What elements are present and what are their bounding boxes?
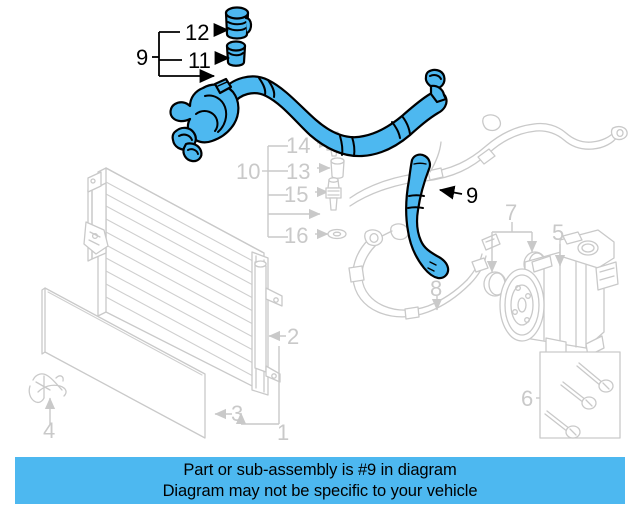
- callout-label-8: 8: [430, 276, 442, 301]
- notice-line-1: Part or sub-assembly is #9 in diagram: [183, 460, 457, 479]
- suction-hose-graphic: [348, 114, 628, 320]
- callout-label-15: 15: [284, 182, 308, 207]
- callout-label-13: 13: [286, 159, 310, 184]
- ac-compressor-graphic: [499, 229, 619, 357]
- discharge-hose-right-segment: [405, 153, 450, 280]
- callout-label-9-right: 9: [466, 183, 478, 208]
- service-valve-cap-small-graphic: [225, 40, 247, 67]
- callout-label-12: 12: [185, 20, 209, 45]
- callout-label-1: 1: [277, 420, 289, 445]
- callout-label-6: 6: [521, 386, 533, 411]
- callout-label-10: 10: [236, 159, 260, 184]
- discharge-hose-main-assembly: [169, 68, 448, 163]
- notice-line-2: Diagram may not be specific to your vehi…: [162, 481, 478, 500]
- service-valve-graphic: [325, 177, 342, 211]
- condenser-assembly-graphic: [28, 167, 283, 439]
- callout-label-5: 5: [552, 220, 564, 245]
- service-valve-cap-large-graphic: [224, 6, 253, 40]
- callout-label-7: 7: [505, 200, 517, 225]
- callout-number-labels: 1 2 3 4 5 6 7 8 9 9 10 11 12 13 14 15 16: [43, 20, 564, 445]
- callout-label-11: 11: [188, 48, 211, 73]
- callout-label-9-left: 9: [136, 45, 148, 70]
- callout-leaders-condenser: [44, 330, 286, 424]
- callout-label-4: 4: [43, 418, 55, 443]
- callout-label-14: 14: [286, 133, 310, 158]
- callout-label-2: 2: [287, 324, 299, 349]
- o-ring-graphic: [327, 228, 347, 240]
- cap-graphic: [330, 157, 345, 179]
- callout-label-16: 16: [284, 223, 308, 248]
- part-notice-banner: Part or sub-assembly is #9 in diagram Di…: [15, 457, 625, 504]
- retainer-clip-graphic: [28, 373, 67, 404]
- bolt-kit-graphic: [536, 351, 621, 439]
- callout-label-3: 3: [231, 401, 243, 426]
- callout-leaders-highlighted: [152, 22, 463, 200]
